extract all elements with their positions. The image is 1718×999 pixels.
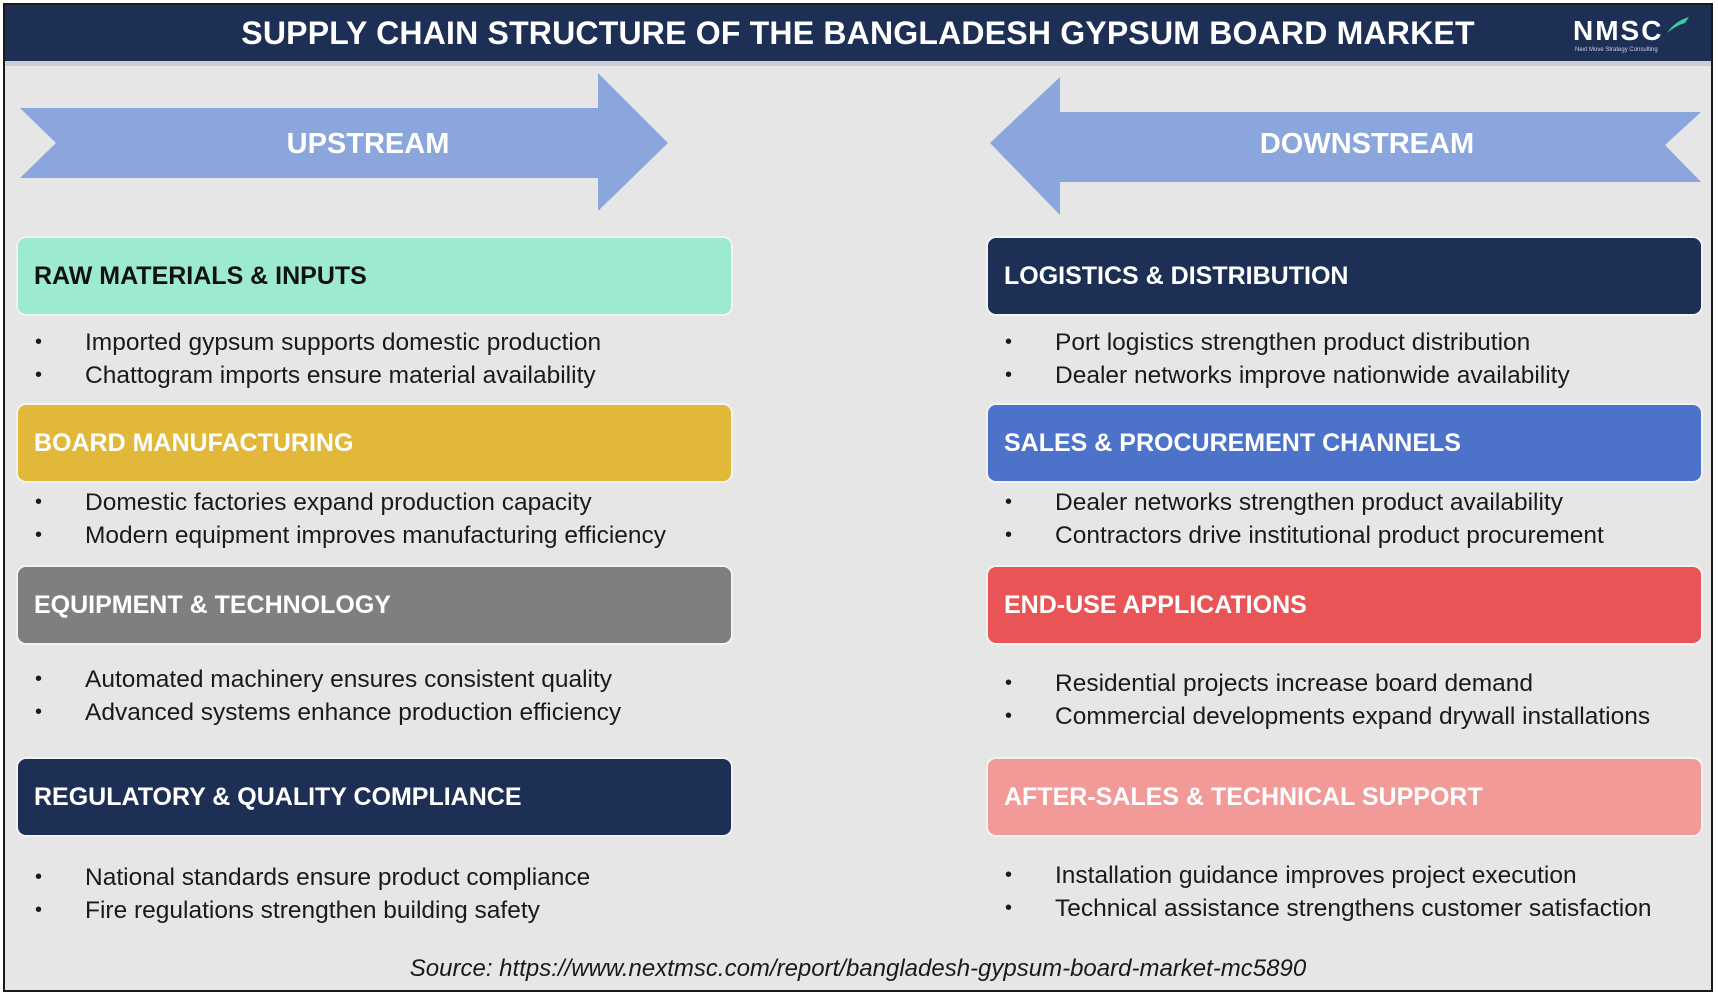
- bullet-item: •Installation guidance improves project …: [1005, 862, 1577, 889]
- logo-text: NMSC: [1573, 15, 1664, 46]
- bullet-item: •Chattogram imports ensure material avai…: [35, 362, 596, 389]
- bullet-item: •Domestic factories expand production ca…: [35, 489, 592, 516]
- infographic-frame: SUPPLY CHAIN STRUCTURE OF THE BANGLADESH…: [3, 3, 1713, 992]
- bullet-item: •Dealer networks improve nationwide avai…: [1005, 362, 1570, 389]
- bullet-item: •Contractors drive institutional product…: [1005, 522, 1604, 549]
- bullet-item: •Port logistics strengthen product distr…: [1005, 329, 1531, 356]
- board-manufacturing-bullets: •Domestic factories expand production ca…: [18, 486, 666, 552]
- bullet-item: •Imported gypsum supports domestic produ…: [35, 329, 602, 356]
- source-citation: Source: https://www.nextmsc.com/report/b…: [409, 955, 1307, 982]
- logo-subtext: Next Move Strategy Consulting: [1575, 47, 1658, 53]
- equipment-technology-bullets: •Automated machinery ensures consistent …: [18, 663, 621, 729]
- stage-title: END-USE APPLICATIONS: [1004, 590, 1307, 619]
- page-title: SUPPLY CHAIN STRUCTURE OF THE BANGLADESH…: [241, 14, 1475, 51]
- upstream-arrow: [20, 73, 668, 211]
- header-bar: SUPPLY CHAIN STRUCTURE OF THE BANGLADESH…: [5, 5, 1711, 66]
- stage-logistics-distribution: LOGISTICS & DISTRIBUTION: [988, 238, 1701, 314]
- raw-materials-bullets: •Imported gypsum supports domestic produ…: [18, 326, 601, 392]
- logistics-distribution-bullets: •Port logistics strengthen product distr…: [988, 326, 1570, 392]
- nmsc-logo: NMSC Next Move Strategy Consulting: [1573, 15, 1693, 57]
- stage-title: LOGISTICS & DISTRIBUTION: [1004, 261, 1349, 290]
- bullet-item: •Technical assistance strengthens custom…: [1005, 895, 1652, 922]
- downstream-label: DOWNSTREAM: [1259, 128, 1475, 160]
- end-use-applications-bullets: •Residential projects increase board dem…: [988, 667, 1650, 733]
- bullet-item: •National standards ensure product compl…: [35, 864, 591, 891]
- stage-after-sales-support: AFTER-SALES & TECHNICAL SUPPORT: [988, 759, 1701, 835]
- bullet-item: •Commercial developments expand drywall …: [1005, 703, 1651, 730]
- stage-title: RAW MATERIALS & INPUTS: [34, 261, 367, 290]
- upstream-label: UPSTREAM: [286, 128, 450, 160]
- bullet-item: •Fire regulations strengthen building sa…: [35, 897, 540, 924]
- stage-title: SALES & PROCUREMENT CHANNELS: [1004, 428, 1461, 457]
- logo-swoosh-icon: [1667, 17, 1689, 33]
- stage-end-use-applications: END-USE APPLICATIONS: [988, 567, 1701, 643]
- stage-sales-procurement: SALES & PROCUREMENT CHANNELS: [988, 405, 1701, 481]
- bullet-item: •Automated machinery ensures consistent …: [35, 666, 613, 693]
- regulatory-compliance-bullets: •National standards ensure product compl…: [18, 861, 590, 927]
- bullet-item: •Dealer networks strengthen product avai…: [1005, 489, 1563, 516]
- stage-board-manufacturing: BOARD MANUFACTURING: [18, 405, 731, 481]
- upstream-arrow-shape: [20, 73, 668, 211]
- after-sales-support-bullets: •Installation guidance improves project …: [988, 859, 1651, 925]
- stage-title: REGULATORY & QUALITY COMPLIANCE: [34, 782, 522, 811]
- stage-title: AFTER-SALES & TECHNICAL SUPPORT: [1004, 782, 1483, 811]
- downstream-arrow: [990, 77, 1701, 215]
- stage-title: EQUIPMENT & TECHNOLOGY: [34, 590, 391, 619]
- bullet-item: •Residential projects increase board dem…: [1005, 670, 1534, 697]
- sales-procurement-bullets: •Dealer networks strengthen product avai…: [988, 486, 1604, 552]
- stage-equipment-technology: EQUIPMENT & TECHNOLOGY: [18, 567, 731, 643]
- downstream-arrow-shape: [990, 77, 1701, 215]
- stage-regulatory-compliance: REGULATORY & QUALITY COMPLIANCE: [18, 759, 731, 835]
- stage-title: BOARD MANUFACTURING: [34, 428, 354, 457]
- bullet-item: •Advanced systems enhance production eff…: [35, 699, 622, 726]
- stage-raw-materials: RAW MATERIALS & INPUTS: [18, 238, 731, 314]
- bullet-item: •Modern equipment improves manufacturing…: [35, 522, 667, 549]
